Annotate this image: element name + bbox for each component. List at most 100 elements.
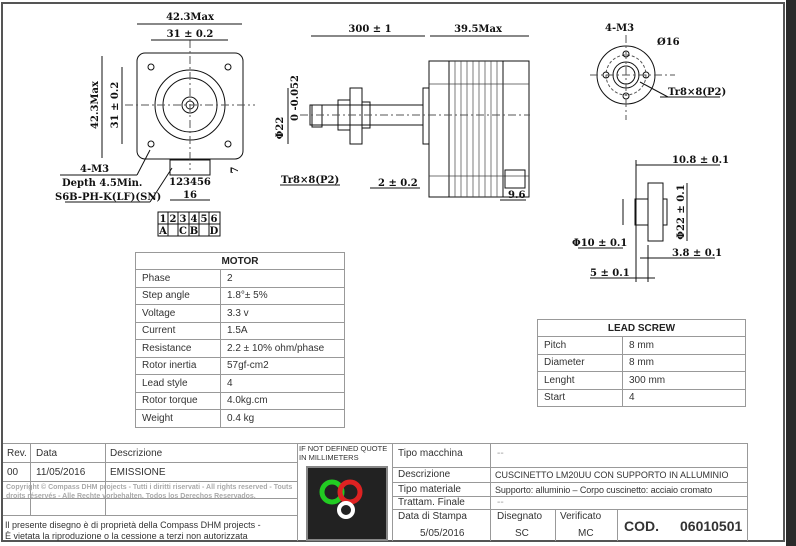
copyright-watermark: Copyright © Compass DHM projects - Tutti… [6, 484, 293, 500]
label-nut-thread: Tr8×8(P2) [668, 87, 726, 98]
row-label: Rotor inertia [135, 356, 221, 375]
row-value: 3.3 v [220, 304, 345, 323]
tipo-macchina-label: Tipo macchina [398, 448, 463, 459]
dim-motor-length: 39.5Max [454, 24, 503, 35]
cod-value: 06010501 [680, 518, 743, 534]
units-note: IF NOT DEFINED QUOTE IN MILLIMETERS [299, 444, 388, 462]
dim-connector-height: 7 [230, 166, 241, 173]
description-header: Descrizione [110, 448, 163, 459]
descrizione-label: Descrizione [398, 469, 451, 480]
row-value: 4 [220, 374, 345, 393]
row-label: Weight [135, 409, 221, 428]
motor-front-view [60, 23, 255, 203]
dim-nut-diameter: Φ22 [275, 117, 286, 140]
row-value: 8 mm [622, 336, 746, 355]
pin-letter: D [210, 226, 219, 237]
dim-width-max: 42.3Max [166, 12, 215, 23]
label-nut-holes: 4-M3 [605, 23, 634, 34]
motor-table-title: MOTOR [135, 252, 345, 270]
date-value: 11/05/2016 [36, 467, 86, 478]
dim-hole-spacing: 31 ± 0.2 [167, 29, 214, 40]
date-header: Data [36, 448, 58, 459]
dim-flange-diameter: Φ22 ± 0.1 [676, 184, 687, 239]
row-value: 1.5A [220, 321, 345, 340]
label-holes: 4-M3 [80, 164, 109, 175]
row-label: Diameter [537, 353, 623, 372]
dim-gap: 2 ± 0.2 [378, 178, 418, 189]
row-value: 8 mm [622, 353, 746, 372]
pin-number: 5 [201, 214, 208, 225]
pin-letter: A [158, 226, 167, 237]
window-edge [786, 0, 796, 546]
row-value: 2 [220, 269, 345, 288]
disegnato-label: Disegnato [497, 511, 543, 522]
row-label: Resistance [135, 339, 221, 358]
nut-top-view [590, 35, 720, 120]
row-label: Voltage [135, 304, 221, 323]
pin-number: 4 [191, 214, 198, 225]
row-value: 4.0kg.cm [220, 391, 345, 410]
row-value: 1.8°± 5% [220, 286, 345, 305]
dim-connector-width: 16 [183, 190, 197, 201]
pin-table [157, 211, 221, 237]
stampa-value: 5/05/2016 [420, 528, 465, 539]
row-label: Current [135, 321, 221, 340]
descrizione-value: CUSCINETTO LM20UU CON SUPPORTO IN ALLUMI… [495, 470, 729, 480]
nut-side-view [578, 160, 720, 282]
materiale-value: Supporto: alluminio – Corpo cuscinetto: … [495, 485, 713, 495]
dim-conn-depth: 9.6 [508, 190, 525, 201]
dim-screw-length: 300 ± 1 [348, 24, 391, 35]
dim-height-max: 42.3Max [90, 80, 101, 129]
row-value: 300 mm [622, 371, 746, 390]
row-label: Lenght [537, 371, 623, 390]
dim-hole-spacing-v: 31 ± 0.2 [110, 82, 121, 129]
dim-nut-tolerance: 0 -0.052 [290, 75, 301, 121]
technical-drawing: 42.3Max 31 ± 0.2 42.3Max 31 ± 0.2 7 4-M3… [55, 12, 729, 282]
row-value: 57gf-cm2 [220, 356, 345, 375]
row-value: 2.2 ± 10% ohm/phase [220, 339, 345, 358]
dim-nut-length: 10.8 ± 0.1 [672, 155, 729, 166]
verificato-value: MC [578, 528, 594, 539]
stampa-label: Data di Stampa [398, 511, 467, 522]
rev-value: 00 [7, 467, 19, 478]
lead-screw-table-title: LEAD SCREW [537, 319, 746, 337]
trattam-label: Trattam. Finale [398, 497, 465, 508]
pin-letter: C [179, 226, 187, 237]
disegnato-value: SC [515, 528, 529, 539]
verificato-label: Verificato [560, 511, 602, 522]
dim-flange-thickness: 3.8 ± 0.1 [672, 248, 722, 259]
row-label: Phase [135, 269, 221, 288]
pin-number: 1 [160, 214, 167, 225]
dim-nut-bolt-circle: Ø16 [657, 37, 680, 48]
property-line-2: È vietata la riproduzione o la cessione … [5, 531, 248, 541]
pin-letter: B [190, 226, 198, 237]
rev-header: Rev. [7, 448, 27, 459]
motor-side-view [280, 35, 530, 201]
row-label: Rotor torque [135, 391, 221, 410]
cod-label: COD. [624, 518, 659, 534]
row-label: Lead style [135, 374, 221, 393]
label-depth: Depth 4.5Min. [62, 178, 142, 189]
dim-body-diameter: Φ10 ± 0.1 [572, 238, 627, 249]
pin-number: 3 [180, 214, 187, 225]
drawing-frame [1, 2, 785, 542]
row-label: Pitch [537, 336, 623, 355]
row-value: 0.4 kg [220, 409, 345, 428]
label-thread: Tr8×8(P2) [281, 175, 339, 186]
row-label: Step angle [135, 286, 221, 305]
label-connector: S6B-PH-K(LF)(SN) [55, 192, 161, 203]
label-pins: 123456 [169, 177, 211, 188]
property-line-1: Il presente disegno è di proprietà della… [5, 520, 261, 530]
